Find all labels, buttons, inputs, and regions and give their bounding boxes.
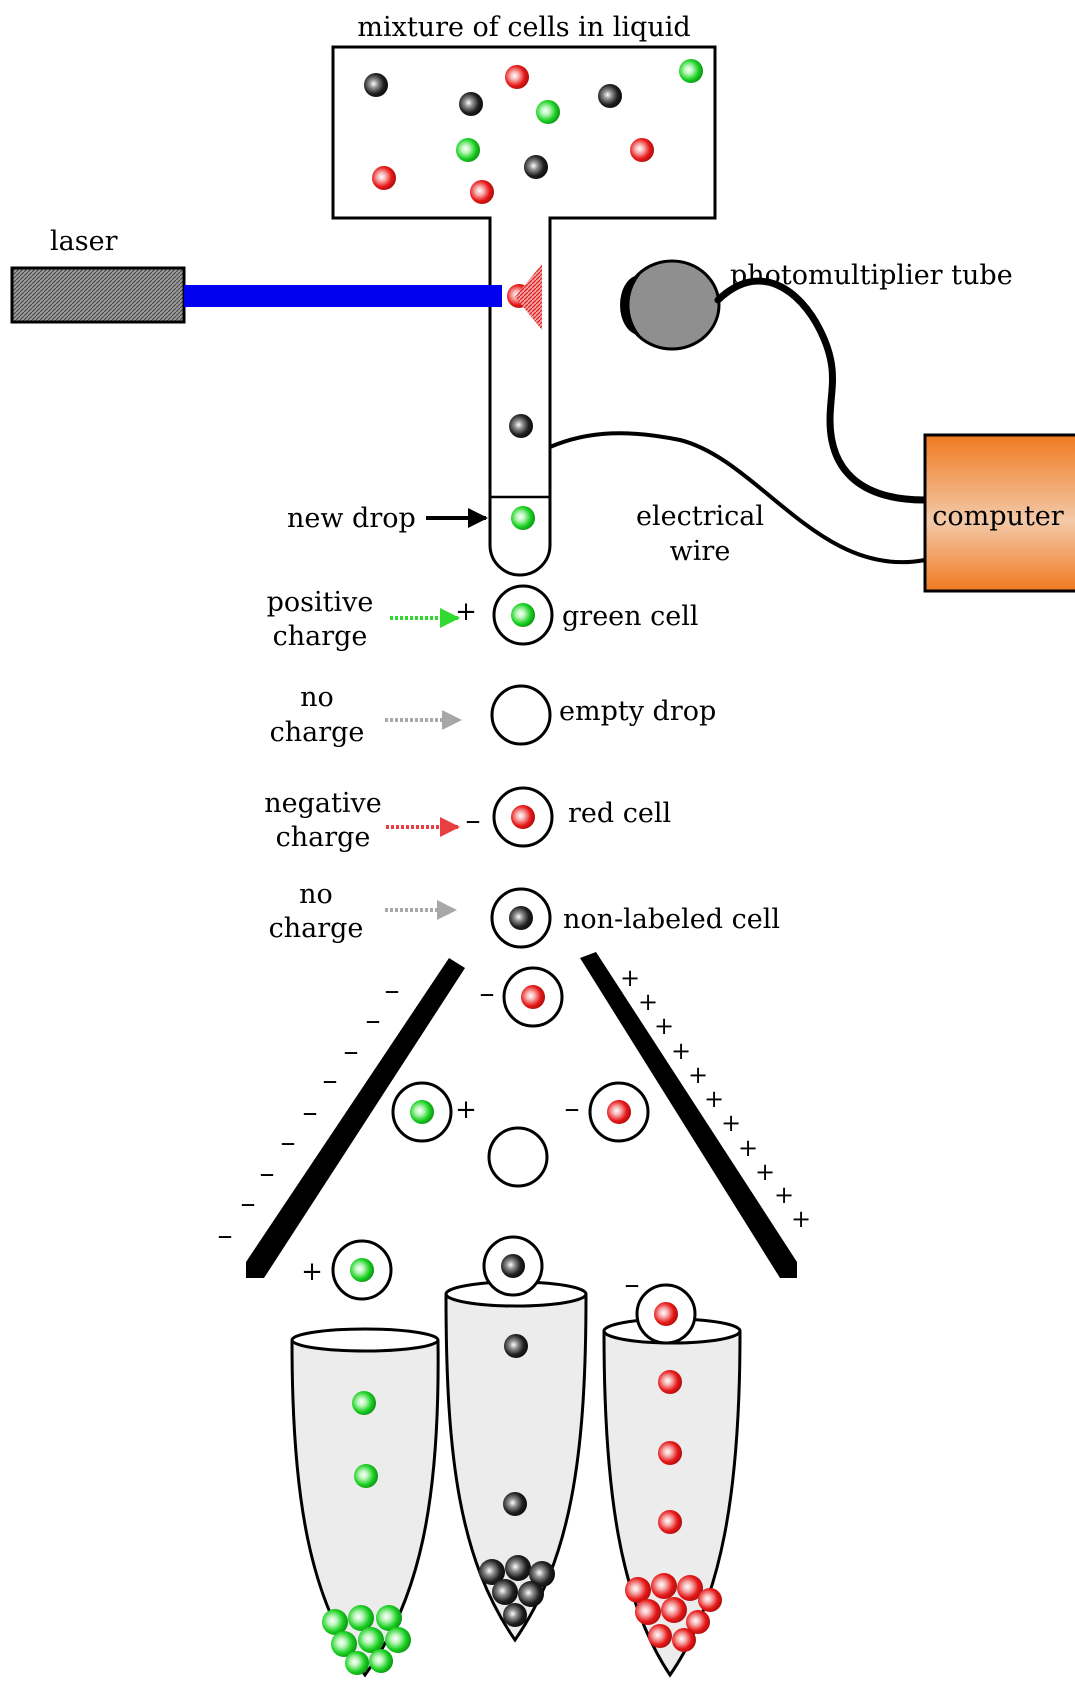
svg-text:+: + [620, 964, 640, 992]
computer-label: computer [932, 501, 1063, 532]
red-cell-drop [492, 786, 554, 848]
svg-text:–: – [281, 1125, 296, 1160]
cell-reservoir [331, 45, 717, 577]
plus-sign: + [301, 1257, 323, 1287]
svg-text:+: + [704, 1085, 724, 1113]
green-tube-rim [290, 1327, 440, 1353]
black-cell [509, 414, 533, 438]
no-charge-label-2a: no [299, 879, 333, 910]
no-charge-label-2b: charge [269, 913, 364, 944]
red-drop-field [502, 966, 564, 1028]
green-cell [679, 59, 703, 83]
red-cells-collected [625, 1370, 722, 1652]
positive-label-1: positive [267, 587, 374, 618]
minus-sign: – [565, 1091, 580, 1126]
svg-text:+: + [721, 1109, 741, 1137]
positive-plate-charges: + + + + + + + + + + + [620, 964, 811, 1233]
red-cell-label: red cell [568, 798, 671, 829]
negative-label-2: charge [276, 822, 371, 853]
non-labeled-label: non-labeled cell [563, 904, 780, 935]
black-drop-falling [482, 1235, 544, 1297]
plus-sign: + [455, 597, 477, 627]
electrical-wire [549, 431, 926, 565]
no-charge-label-1a: no [300, 682, 334, 713]
red-cell [372, 166, 396, 190]
green-cell-label: green cell [562, 601, 699, 632]
svg-text:–: – [366, 1003, 381, 1038]
svg-text:–: – [344, 1034, 359, 1069]
empty-drop-label: empty drop [559, 696, 716, 727]
green-cells-collected [322, 1391, 411, 1675]
black-cell [364, 73, 388, 97]
computer-box [923, 433, 1075, 593]
svg-text:+: + [755, 1158, 775, 1186]
red-cell [630, 138, 654, 162]
black-cell [598, 84, 622, 108]
black-cell [459, 92, 483, 116]
green-drop-falling [331, 1239, 393, 1301]
no-charge-label-1b: charge [270, 717, 365, 748]
green-cell-new-drop [511, 506, 535, 530]
reservoir-cells [364, 59, 703, 204]
svg-text:–: – [218, 1218, 233, 1253]
svg-text:+: + [638, 988, 658, 1016]
green-collection-tube [290, 1340, 440, 1678]
laser-label: laser [50, 226, 118, 257]
svg-text:–: – [241, 1186, 256, 1221]
pmt-cable [714, 277, 929, 504]
red-cell [470, 180, 494, 204]
svg-text:–: – [385, 973, 400, 1008]
svg-text:+: + [671, 1037, 691, 1065]
green-cell [536, 100, 560, 124]
svg-text:+: + [654, 1012, 674, 1040]
mixture-label: mixture of cells in liquid [357, 12, 690, 43]
wire-label-1: electrical [636, 501, 764, 532]
svg-text:–: – [323, 1063, 338, 1098]
negative-plate-charges: – – – – – – – – – [218, 973, 400, 1253]
laser-box [10, 266, 186, 324]
new-drop-label: new drop [287, 503, 416, 534]
svg-text:+: + [774, 1181, 794, 1209]
negative-plate [246, 958, 465, 1278]
emitted-light [515, 264, 542, 330]
black-collection-tube [444, 1294, 588, 1643]
minus-sign: – [480, 976, 495, 1011]
photomultiplier-tube [620, 259, 721, 351]
green-cell [456, 138, 480, 162]
red-cell [505, 65, 529, 89]
minus-sign: – [466, 803, 481, 838]
negative-label-1: negative [264, 788, 381, 819]
black-cells-collected [479, 1334, 555, 1627]
svg-text:+: + [688, 1061, 708, 1089]
positive-label-2: charge [273, 621, 368, 652]
black-cell [524, 155, 548, 179]
green-cell-drop [492, 584, 554, 646]
empty-drop-field [487, 1126, 549, 1188]
svg-text:–: – [260, 1156, 275, 1191]
positive-plate [580, 952, 797, 1278]
wire-label-2: wire [670, 536, 731, 567]
svg-text:+: + [791, 1205, 811, 1233]
red-drop-field-2 [588, 1081, 650, 1143]
empty-drop [490, 684, 552, 746]
minus-sign: – [625, 1267, 640, 1302]
red-drop-falling [635, 1283, 697, 1345]
svg-text:+: + [738, 1134, 758, 1162]
svg-text:–: – [303, 1095, 318, 1130]
plus-sign: + [455, 1095, 477, 1125]
non-labeled-cell-drop [490, 887, 552, 949]
green-drop-field [391, 1081, 453, 1143]
laser-beam [184, 285, 502, 307]
